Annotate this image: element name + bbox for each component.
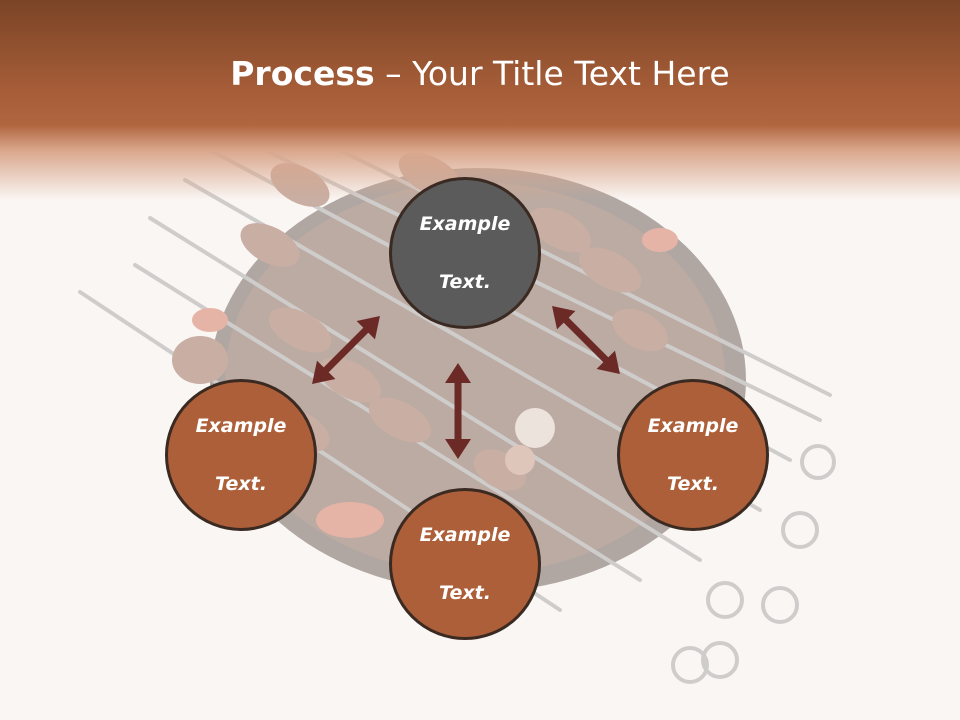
- node-left-line1: Example: [195, 414, 287, 437]
- node-bottom-line2: Text.: [439, 581, 491, 604]
- node-center-line2: Text.: [439, 270, 491, 293]
- arrow-left-to-center: [312, 316, 380, 384]
- arrow-center-to-right: [552, 306, 620, 374]
- node-center-line1: Example: [419, 212, 511, 235]
- title-rest: – Your Title Text Here: [374, 54, 730, 93]
- node-left-line2: Text.: [215, 472, 267, 495]
- arrow-vertical: [445, 363, 471, 459]
- slide-title: Process – Your Title Text Here: [0, 52, 960, 96]
- node-right-line2: Text.: [667, 472, 719, 495]
- title-banner: [0, 0, 960, 200]
- node-right-line1: Example: [647, 414, 739, 437]
- node-bottom-line1: Example: [419, 523, 511, 546]
- title-bold: Process: [230, 54, 375, 93]
